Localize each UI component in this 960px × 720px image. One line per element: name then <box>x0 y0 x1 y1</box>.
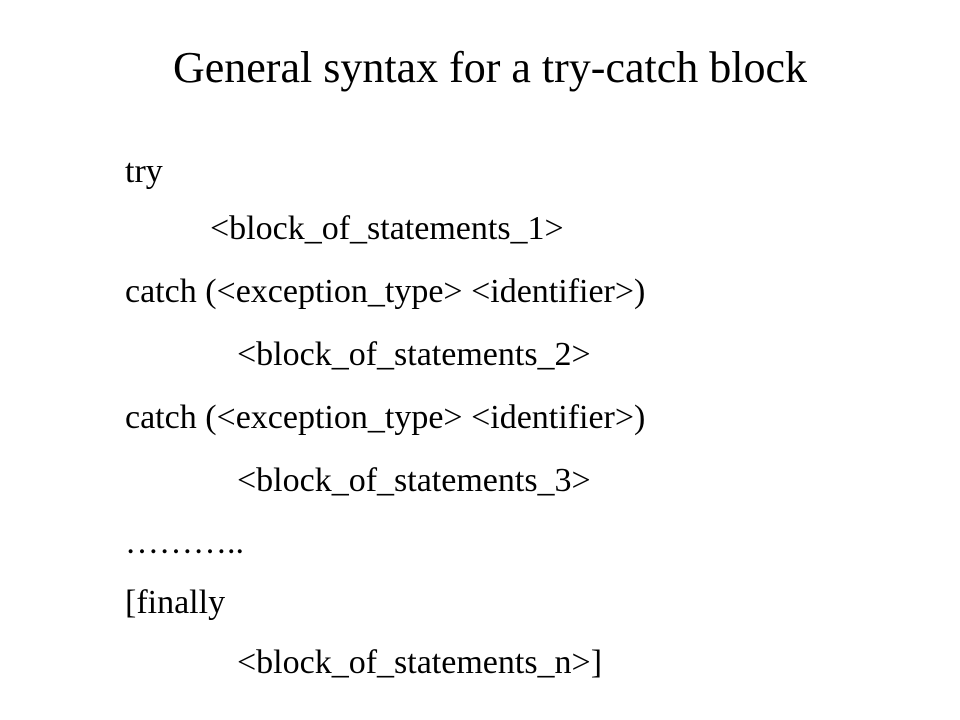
slide-title: General syntax for a try-catch block <box>172 43 808 92</box>
syntax-line-block-2: <block_of_statements_2> <box>237 336 591 373</box>
syntax-line-block-3: <block_of_statements_3> <box>237 462 591 499</box>
syntax-line-catch-2: catch (<exception_type> <identifier>) <box>125 399 646 436</box>
syntax-line-try: try <box>125 153 163 190</box>
syntax-line-block-n: <block_of_statements_n>] <box>237 644 603 681</box>
syntax-line-ellipsis: ……….. <box>125 524 244 561</box>
syntax-line-catch-1: catch (<exception_type> <identifier>) <box>125 273 646 310</box>
syntax-line-block-1: <block_of_statements_1> <box>210 210 564 247</box>
syntax-line-finally: [finally <box>125 584 226 621</box>
